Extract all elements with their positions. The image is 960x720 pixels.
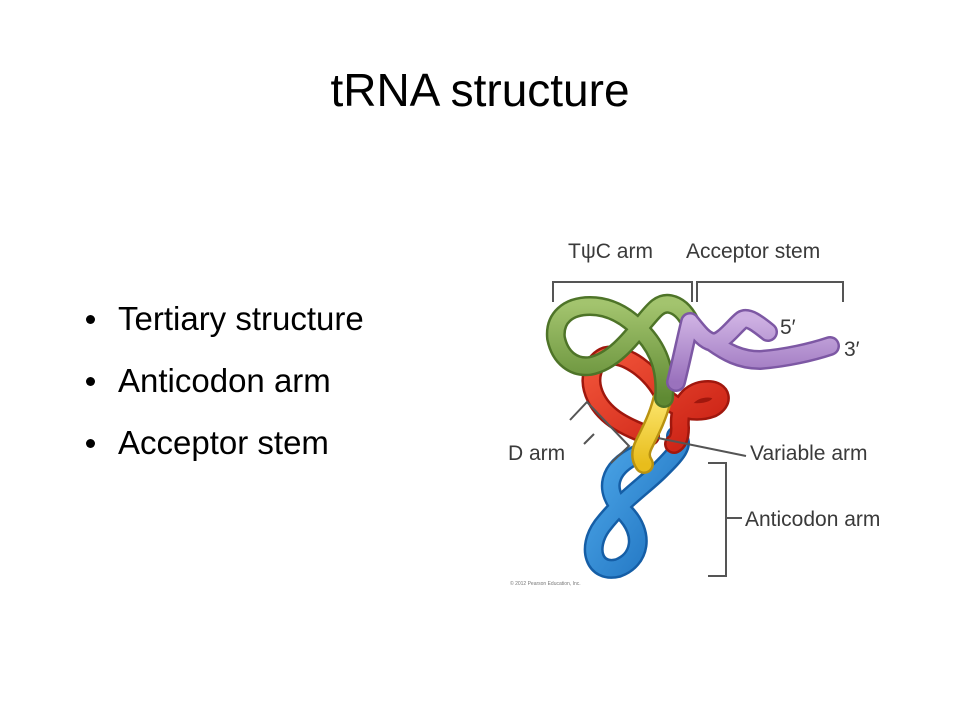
bullet-dot-icon [86, 439, 95, 448]
tpsic-arm-bracket [552, 281, 693, 302]
acceptor-stem-label: Acceptor stem [686, 240, 820, 263]
three-prime-label: 3′ [844, 338, 860, 361]
slide-title: tRNA structure [330, 64, 630, 116]
d-arm-bracket [569, 400, 631, 464]
bullet-item: Tertiary structure [86, 288, 364, 350]
variable-arm-leader-line [657, 437, 747, 457]
d-arm-label: D arm [508, 442, 565, 465]
bullet-text: Anticodon arm [118, 362, 331, 399]
variable-arm-label: Variable arm [750, 442, 868, 465]
bullet-dot-icon [86, 315, 95, 324]
bullet-list: Tertiary structure Anticodon arm Accepto… [86, 288, 364, 474]
anticodon-arm-strand [583, 426, 690, 579]
trna-figure: TψC arm Acceptor stem [490, 222, 930, 594]
acceptor-stem-strand [666, 309, 840, 392]
bullet-item: Acceptor stem [86, 412, 364, 474]
copyright-text: © 2012 Pearson Education, Inc. [510, 580, 581, 587]
bullet-text: Acceptor stem [118, 424, 329, 461]
tpsic-arm-label: TψC arm [568, 240, 653, 263]
d-arm-strand [581, 345, 730, 454]
five-prime-label: 5′ [780, 316, 796, 339]
tpsic-arm-strand [545, 293, 700, 408]
acceptor-stem-bracket [696, 281, 844, 302]
bullet-dot-icon [86, 377, 95, 386]
bullet-text: Tertiary structure [118, 300, 364, 337]
trna-diagram-svg: TψC arm Acceptor stem [508, 240, 880, 587]
anticodon-arm-label: Anticodon arm [745, 508, 880, 531]
bullet-item: Anticodon arm [86, 350, 364, 412]
anticodon-arm-bracket [708, 462, 727, 577]
d-arm-leader-line [583, 433, 595, 445]
variable-region-strand [631, 390, 672, 474]
